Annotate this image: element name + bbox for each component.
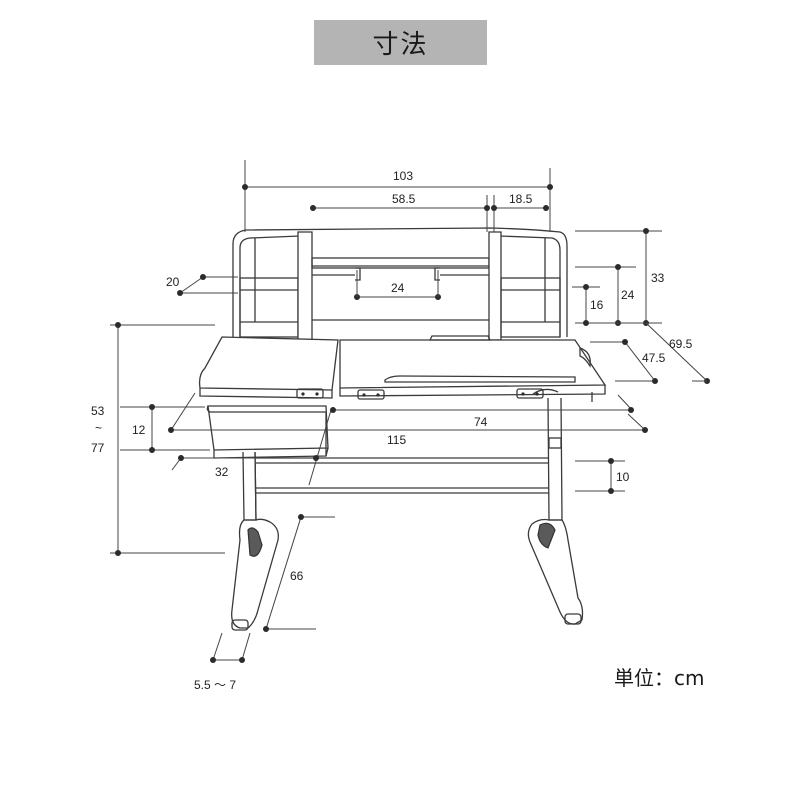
frame-legs xyxy=(231,397,584,631)
label-hutch-lower-shelf: 16 xyxy=(590,298,604,312)
label-height-range-bottom: 77 xyxy=(91,441,105,455)
label-hutch-shelf-height: 24 xyxy=(621,288,635,302)
dimension-lines xyxy=(110,160,710,663)
label-height-range-top: 53 xyxy=(91,404,105,418)
label-drawer-height: 12 xyxy=(132,423,146,437)
label-desk-width: 115 xyxy=(387,433,406,447)
label-drawer-width: 32 xyxy=(215,465,229,479)
unit-note: 単位：cm xyxy=(614,666,705,690)
label-middle-shelf-width: 58.5 xyxy=(392,192,416,206)
title-box: 寸法 xyxy=(314,20,487,65)
label-middle-shelf-inner: 24 xyxy=(391,281,405,295)
label-tilt-top-width: 74 xyxy=(474,415,488,429)
hutch xyxy=(232,227,568,341)
dimension-labels: 103 58.5 18.5 20 24 33 24 16 69.5 47.5 5… xyxy=(91,169,693,692)
label-small-shelf-depth: 20 xyxy=(166,275,180,289)
page-title: 寸法 xyxy=(372,30,429,60)
label-overall-width-top: 103 xyxy=(393,169,413,183)
desk-top xyxy=(198,335,607,402)
label-hutch-height: 33 xyxy=(651,271,665,285)
label-side-shelf-width: 18.5 xyxy=(509,192,533,206)
label-foot-depth: 66 xyxy=(290,569,304,583)
label-crossbar-height: 10 xyxy=(616,470,630,484)
label-foot-width: 5.5 ～ 7 xyxy=(194,678,236,692)
label-tilt-depth: 47.5 xyxy=(642,351,666,365)
drawer xyxy=(206,405,329,459)
label-height-range-sep: ~ xyxy=(95,421,102,435)
label-desk-depth: 69.5 xyxy=(669,337,693,351)
